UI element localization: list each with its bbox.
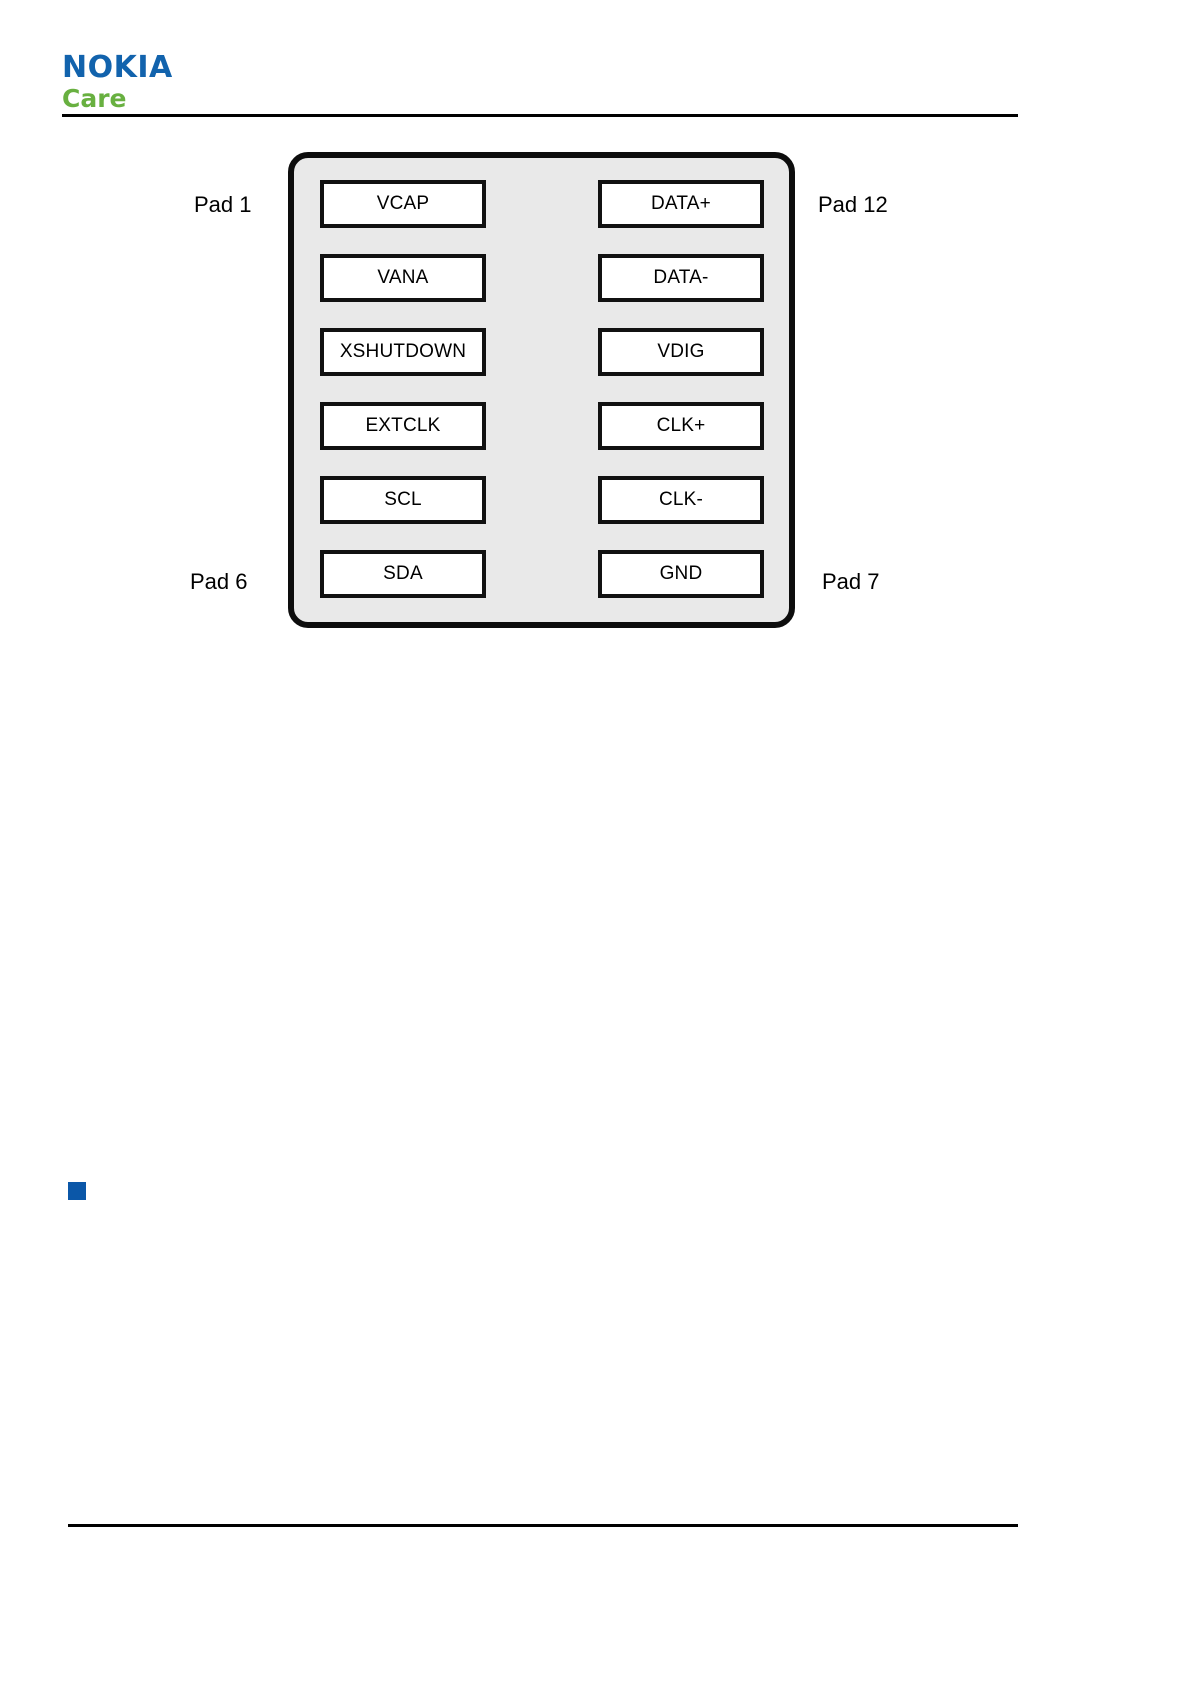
- pad-column-right: DATA+ DATA- VDIG CLK+ CLK- GND: [598, 180, 764, 598]
- pad-layout-diagram: VCAP VANA XSHUTDOWN EXTCLK SCL SDA DATA+: [190, 150, 910, 635]
- pad-marker-top-left: Pad 1: [194, 192, 252, 217]
- pad-box-label: CLK+: [656, 415, 706, 436]
- nokia-wordmark: NOKIA: [62, 50, 173, 85]
- package-outline: VCAP VANA XSHUTDOWN EXTCLK SCL SDA DATA+: [288, 152, 795, 628]
- pad-box: SCL: [320, 476, 486, 524]
- pad-marker-bottom-left: Pad 6: [190, 569, 248, 594]
- pad-box: CLK-: [598, 476, 764, 524]
- pad-box-label: CLK-: [658, 489, 704, 510]
- footer-divider: [68, 1524, 1018, 1527]
- pad-box-label: VANA: [377, 267, 429, 288]
- pad-marker-top-right: Pad 12: [818, 192, 888, 217]
- header-divider: [62, 114, 1018, 117]
- pad-box-label: EXTCLK: [365, 415, 441, 436]
- care-wordmark: Care: [62, 84, 127, 113]
- pad-box-label: GND: [659, 563, 703, 584]
- pad-box-label: VDIG: [657, 341, 705, 362]
- pad-box-label: VCAP: [376, 193, 430, 214]
- pad-box-label: SCL: [384, 489, 422, 510]
- blue-square-bullet: [68, 1182, 86, 1200]
- pad-marker-bottom-right: Pad 7: [822, 569, 880, 594]
- pad-box-label: SDA: [383, 563, 423, 584]
- pad-box: VDIG: [598, 328, 764, 376]
- pad-box: XSHUTDOWN: [320, 328, 486, 376]
- page-header: NOKIA Care: [62, 52, 1018, 120]
- pad-box-label: DATA-: [653, 267, 709, 288]
- pad-box-label: DATA+: [651, 193, 711, 214]
- nokia-care-logo: NOKIA Care: [62, 50, 173, 113]
- pad-box: EXTCLK: [320, 402, 486, 450]
- pad-box: CLK+: [598, 402, 764, 450]
- pad-box: VCAP: [320, 180, 486, 228]
- pad-box: SDA: [320, 550, 486, 598]
- pad-box-label: XSHUTDOWN: [339, 341, 467, 362]
- pad-box: VANA: [320, 254, 486, 302]
- pad-box: DATA+: [598, 180, 764, 228]
- pad-column-left: VCAP VANA XSHUTDOWN EXTCLK SCL SDA: [320, 180, 486, 598]
- pad-box: DATA-: [598, 254, 764, 302]
- pad-box: GND: [598, 550, 764, 598]
